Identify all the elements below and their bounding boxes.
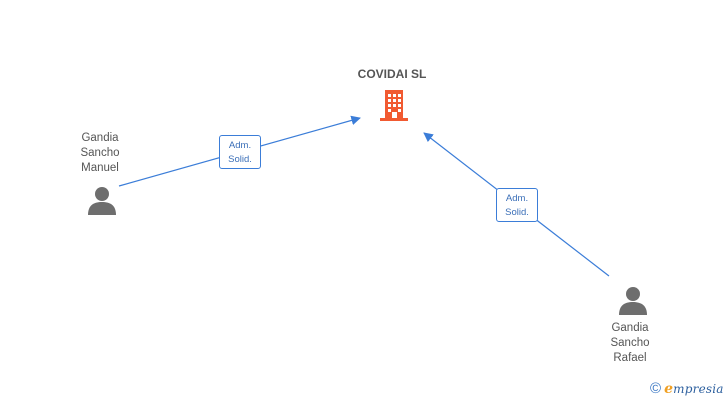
person-name-line: Gandia (81, 132, 119, 144)
relation-label-line: Adm. (505, 193, 529, 204)
person-name-line: Sancho (610, 337, 650, 349)
relation-label-rafael[interactable]: Adm. Solid. (496, 188, 538, 222)
copyright-icon: © (650, 380, 662, 397)
brand-initial: e (664, 381, 674, 397)
relation-label-line: Solid. (228, 154, 252, 165)
relation-label-manuel[interactable]: Adm. Solid. (219, 135, 261, 169)
company-name[interactable]: COVIDAI SL (357, 67, 427, 81)
person-name-line: Gandia (611, 322, 649, 334)
building-icon[interactable] (378, 88, 410, 124)
relation-label-line: Adm. (228, 140, 252, 151)
brand-name: mpresia (673, 382, 724, 396)
person-name-manuel[interactable]: Gandia Sancho Manuel (60, 131, 140, 176)
person-name-line: Manuel (81, 162, 119, 174)
person-icon[interactable] (86, 184, 118, 216)
footer-brand: © empresia (650, 380, 724, 398)
person-icon[interactable] (617, 284, 649, 316)
person-name-rafael[interactable]: Gandia Sancho Rafael (590, 321, 670, 366)
person-name-line: Rafael (613, 352, 647, 364)
brand-logo[interactable]: empresia (664, 381, 724, 397)
person-name-line: Sancho (80, 147, 120, 159)
relation-label-line: Solid. (505, 207, 529, 218)
